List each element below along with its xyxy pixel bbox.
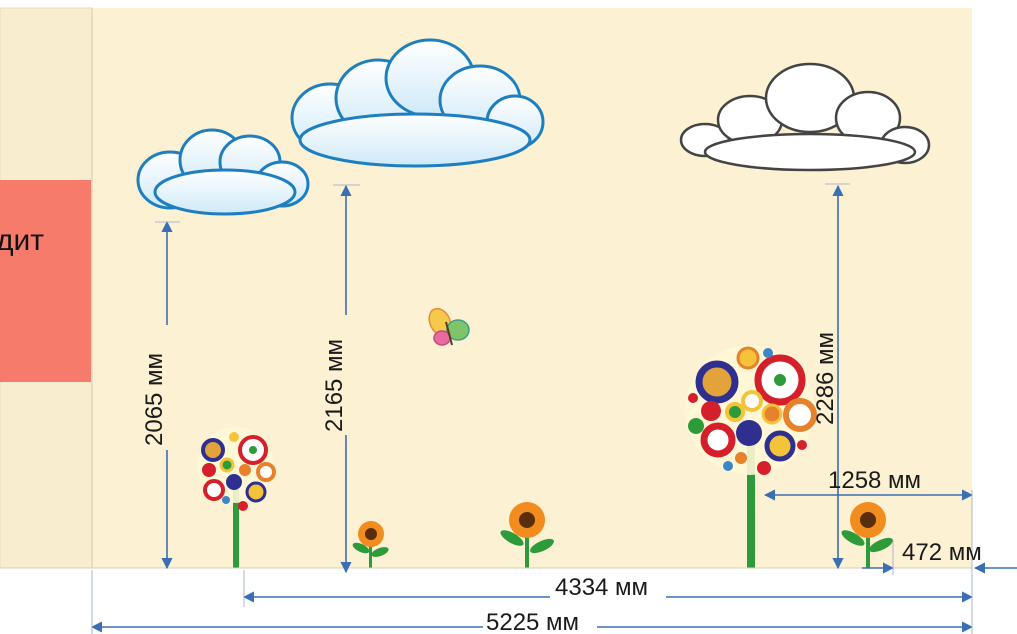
- flower-tree-large: [685, 345, 817, 568]
- dim-cloud3-height: 2286 мм: [812, 332, 839, 425]
- extension-lines: [91, 183, 973, 634]
- cloud-white: [679, 62, 931, 172]
- flower-tree-small: [197, 427, 276, 568]
- cloud-large: [290, 38, 545, 168]
- dim-span-total: 5225 мм: [486, 609, 579, 634]
- sign-text: дит: [0, 224, 44, 257]
- sunflower-small: [352, 521, 389, 568]
- cloud-small: [136, 128, 310, 216]
- sunflower-right: [841, 502, 893, 568]
- dim-edge-offset: 472 мм: [902, 539, 982, 566]
- dim-cloud2-height: 2165 мм: [321, 339, 348, 432]
- dim-span-inner: 4334 мм: [555, 574, 648, 601]
- dim-cloud1-height: 2065 мм: [141, 353, 168, 446]
- dim-flower-offset: 1258 мм: [828, 467, 921, 494]
- sign-panel: [0, 180, 91, 382]
- butterfly-icon: [428, 307, 470, 346]
- sunflower-medium: [500, 502, 554, 568]
